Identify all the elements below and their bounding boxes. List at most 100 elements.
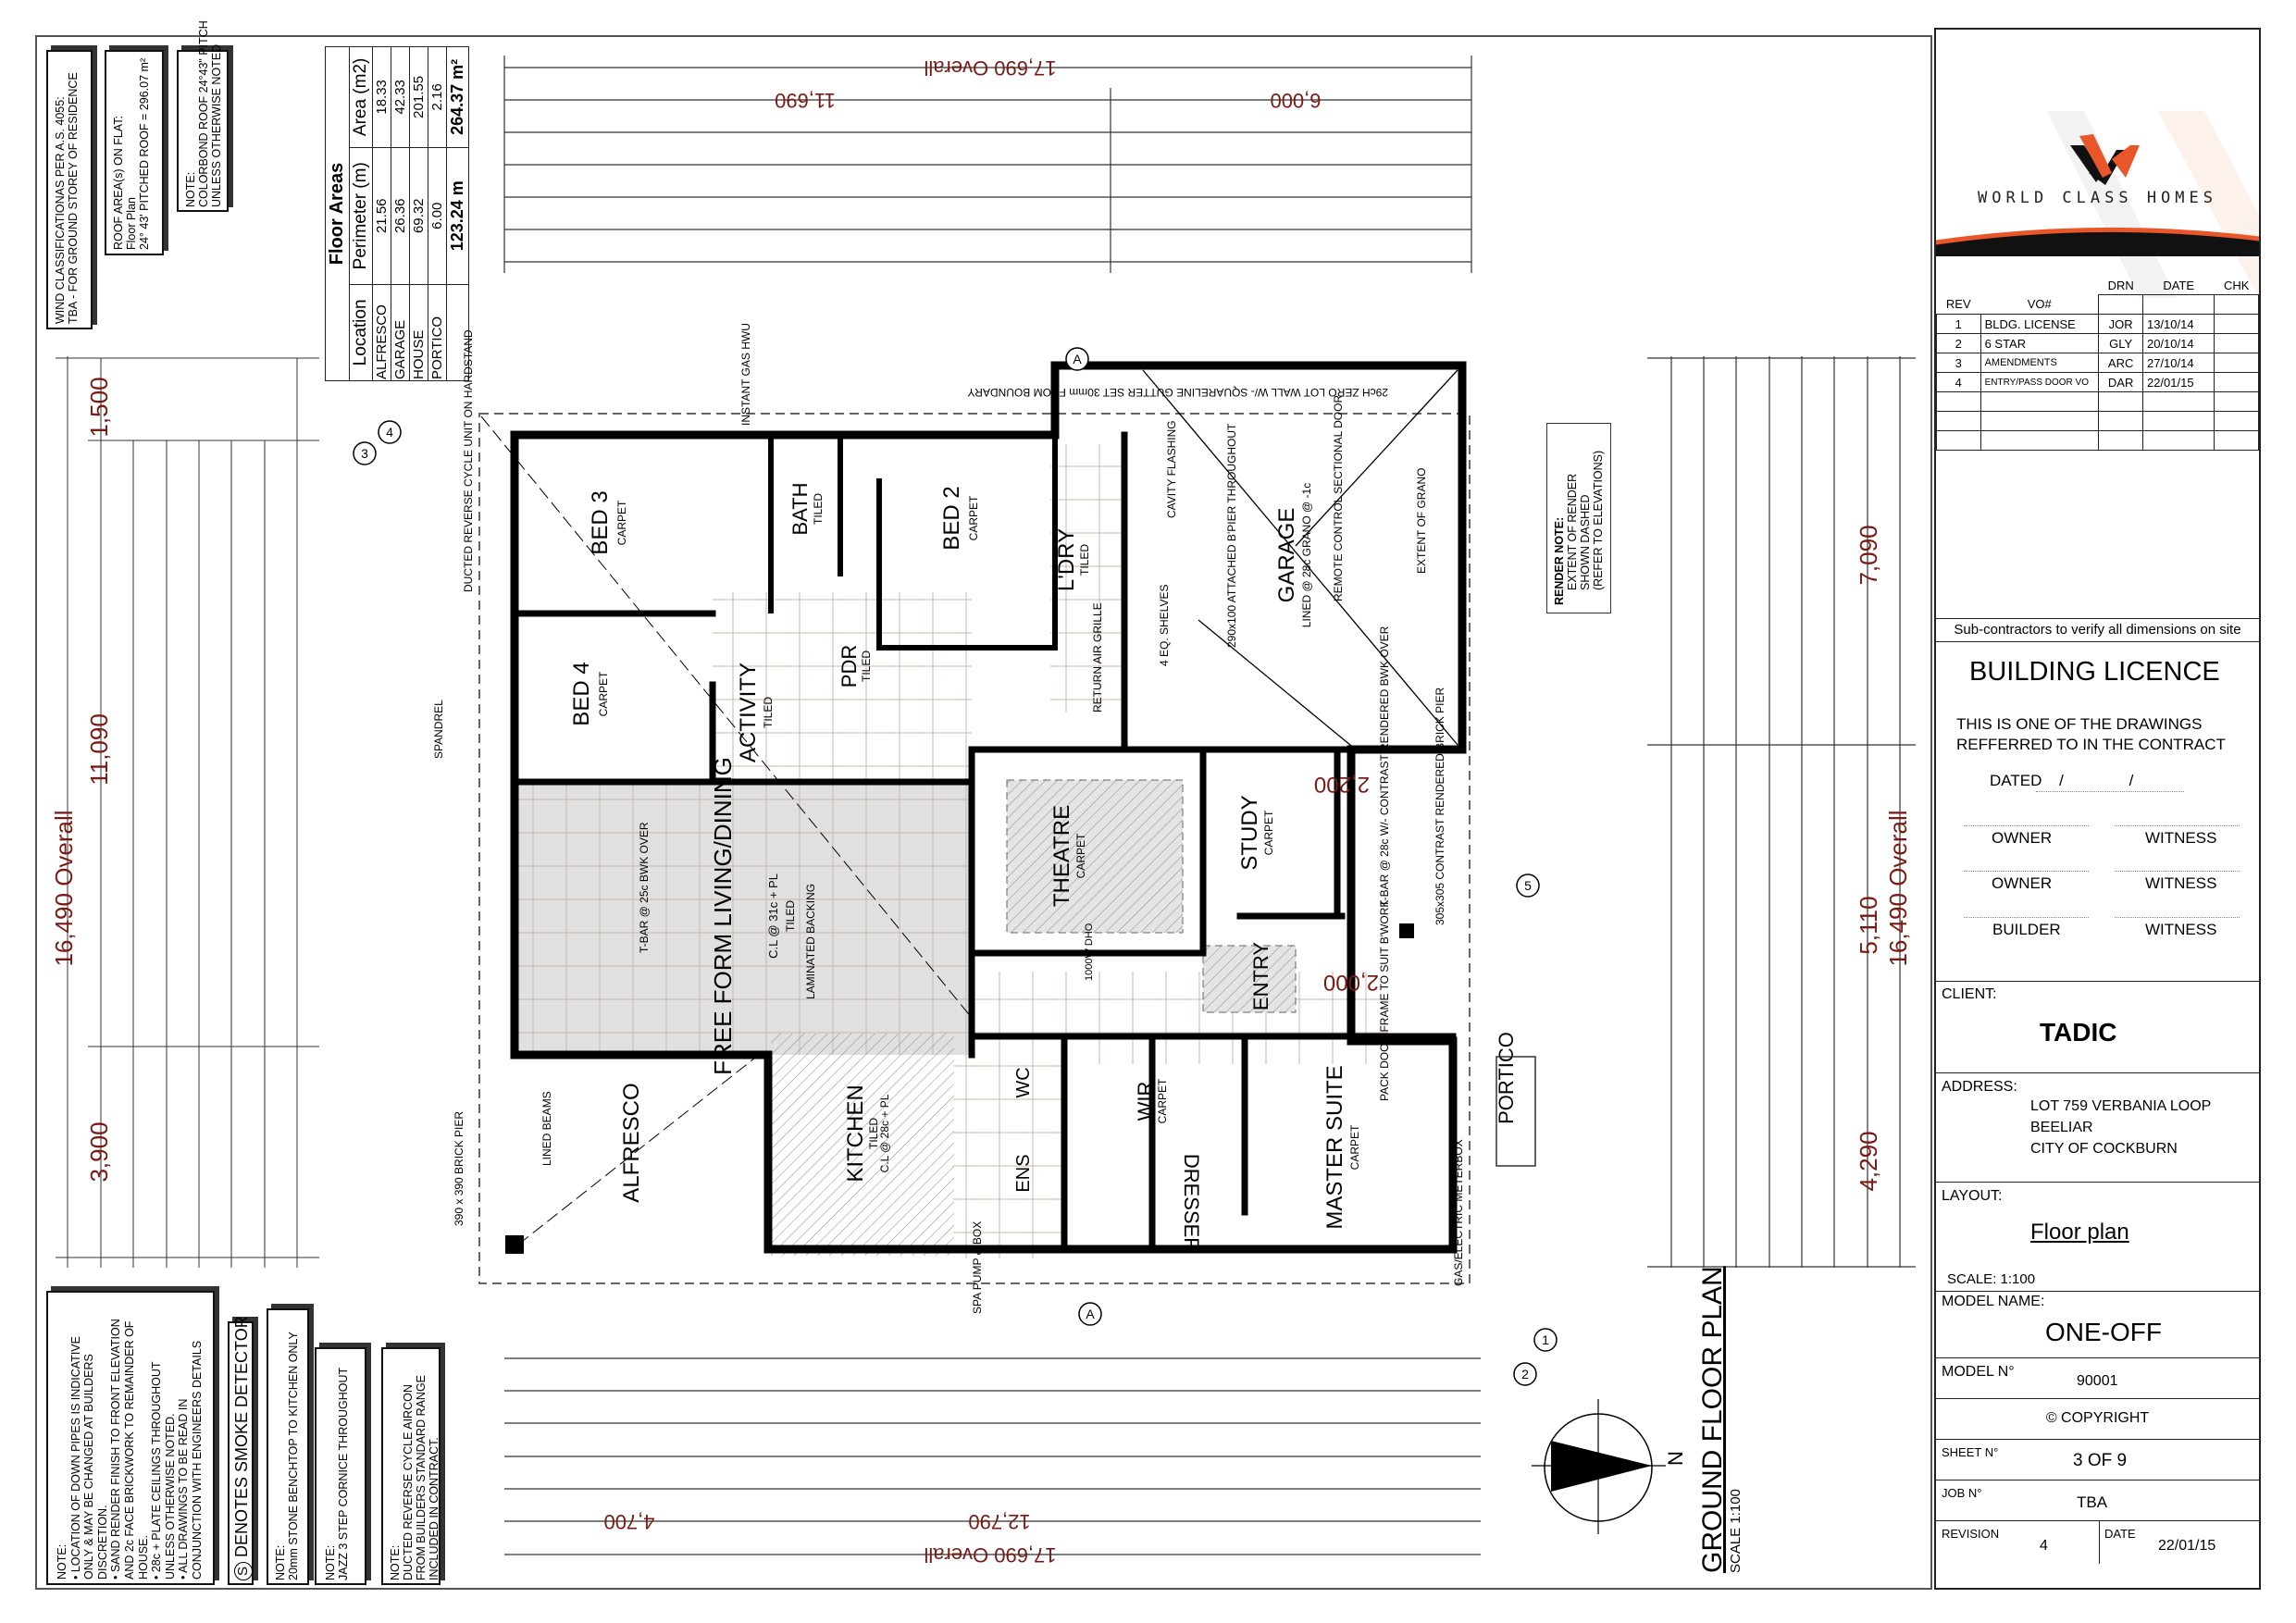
plan-annotations: DUCTED REVERSE CYCLE UNIT ON HARDSTAND S… bbox=[432, 323, 1465, 1314]
cell: GLY bbox=[2098, 333, 2143, 353]
room-label-wc: WC bbox=[1013, 1067, 1034, 1097]
annotation: SPANDREL bbox=[432, 700, 445, 759]
col-header-vo: VO# bbox=[2027, 297, 2052, 312]
cell: DAR bbox=[2098, 372, 2143, 392]
section-label: 1 bbox=[1542, 1332, 1549, 1347]
date-sep: / bbox=[2128, 772, 2134, 789]
left-dimensions bbox=[56, 356, 319, 1268]
date-value: 22/01/15 bbox=[2158, 1538, 2216, 1554]
annotation: RETURN AIR GRILLE bbox=[1091, 602, 1104, 712]
general-note: NOTE: • LOCATION OF DOWN PIPES IS INDICA… bbox=[46, 1291, 215, 1585]
brick-pier bbox=[1399, 923, 1414, 938]
company-name: WORLD CLASS HOMES bbox=[1978, 189, 2217, 207]
col-header-date: DATE bbox=[2163, 278, 2195, 292]
room-finish: CARPET bbox=[597, 671, 610, 716]
annotation: 1000W DHO bbox=[1084, 923, 1095, 981]
section-label: 3 bbox=[361, 446, 368, 461]
dim-bottom-overall: 17,690 Overall bbox=[924, 1543, 1056, 1567]
annotation: LINED BEAMS bbox=[540, 1091, 553, 1166]
dim-label: 2,200 bbox=[1314, 772, 1370, 797]
walls bbox=[510, 361, 1467, 1254]
cell: 13/10/14 bbox=[2141, 314, 2215, 334]
client-name: TADIC bbox=[2040, 1018, 2117, 1047]
dim-label: 7,090 bbox=[1855, 525, 1882, 585]
room-label-pdr: PDR bbox=[838, 645, 861, 688]
revision-date-section: REVISION 4 DATE 22/01/15 bbox=[1936, 1521, 2259, 1564]
cell: 4 bbox=[1936, 372, 1981, 392]
room-finish: CARPET bbox=[615, 500, 628, 545]
annotation: 390 x 390 BRICK PIER bbox=[453, 1111, 465, 1226]
render-note: RENDER NOTE: EXTENT OF RENDER SHOWN DASH… bbox=[1546, 423, 1611, 613]
dim-label: 12,790 bbox=[968, 1510, 1030, 1533]
north-arrow-icon: N bbox=[1532, 1399, 1687, 1534]
dim-label: 3,900 bbox=[85, 1121, 113, 1182]
room-finish: LINED @ 28c GRANO @ -1c bbox=[1300, 483, 1313, 627]
room-label-ens: ENS bbox=[1013, 1154, 1034, 1192]
sheet-section: SHEET N° 3 OF 9 bbox=[1936, 1440, 2259, 1481]
cell: BLDG. LICENSE bbox=[1980, 314, 2100, 334]
dated-label: DATED bbox=[1990, 772, 2042, 789]
annotation: T-BAR @ 25c BWK OVER bbox=[638, 822, 651, 953]
witness-signature-3[interactable]: WITNESS bbox=[2145, 921, 2217, 938]
cell: ENTRY/PASS DOOR VO bbox=[1980, 372, 2100, 392]
licence-text: THIS IS ONE OF THE DRAWINGS REFFERRED TO… bbox=[1956, 714, 2226, 755]
cell: 27/10/14 bbox=[2141, 353, 2215, 373]
bottom-dimensions bbox=[504, 1357, 1481, 1555]
job-label: JOB N° bbox=[1942, 1486, 1982, 1500]
section-marker-a-top: A bbox=[1065, 347, 1089, 371]
cell bbox=[2214, 314, 2259, 334]
col-header-rev: REV bbox=[1945, 297, 1971, 312]
owner-signature-2[interactable]: OWNER bbox=[1992, 874, 2053, 892]
world-class-homes-logo-icon bbox=[1936, 111, 2259, 298]
annotation: EXTENT OF GRANO bbox=[1415, 468, 1428, 574]
room-label-living: FREE FORM LIVING/DINING bbox=[709, 757, 737, 1075]
room-labels: BED 3 CARPET BED 2 CARPET BED 4 CARPET B… bbox=[569, 482, 1518, 1252]
annotation: 290x100 ATTACHED B'PIER THROUGHOUT bbox=[1225, 423, 1238, 648]
scale-value: SCALE: 1:100 bbox=[1947, 1271, 2036, 1287]
cell: 22/01/15 bbox=[2141, 372, 2215, 392]
section-label: 5 bbox=[1524, 878, 1532, 893]
annotation: T-BAR @ 28c W/- CONTRAST RENDERED BWK OV… bbox=[1378, 626, 1391, 907]
cell bbox=[2214, 353, 2259, 373]
revision-label: REVISION bbox=[1942, 1527, 2000, 1541]
revision-row bbox=[1936, 411, 2259, 431]
annotation: PACK DOOR FRAME TO SUIT B'WORK bbox=[1378, 900, 1391, 1101]
room-label-laundry: L'DRY bbox=[1054, 528, 1079, 591]
revision-row bbox=[1936, 391, 2259, 412]
room-label-bed4: BED 4 bbox=[569, 662, 594, 725]
dim-label: 6,000 bbox=[1270, 89, 1321, 112]
col-header-drn: DRN bbox=[2107, 278, 2134, 292]
model-number-label: MODEL N° bbox=[1942, 1364, 2015, 1380]
model-name: ONE-OFF bbox=[2045, 1318, 2162, 1346]
witness-signature-2[interactable]: WITNESS bbox=[2145, 874, 2217, 892]
room-finish: CARPET bbox=[1074, 833, 1087, 878]
owner-signature-1[interactable]: OWNER bbox=[1992, 829, 2053, 847]
company-logo: WORLD CLASS HOMES bbox=[1936, 30, 2259, 298]
section-marker-5: 5 bbox=[1516, 873, 1540, 898]
room-label-bed3: BED 3 bbox=[588, 490, 613, 554]
room-finish: TILED bbox=[812, 493, 825, 525]
room-label-alfresco: ALFRESCO bbox=[619, 1083, 644, 1202]
room-finish: CARPET bbox=[1262, 810, 1275, 855]
room-finish: CARPET bbox=[967, 495, 980, 540]
dim-right-overall: 16,490 Overall bbox=[1884, 810, 1912, 966]
right-dimensions bbox=[1647, 356, 1916, 1268]
cell bbox=[2214, 333, 2259, 353]
north-label: N bbox=[1664, 1451, 1687, 1466]
revision-row bbox=[1936, 430, 2259, 451]
room-finish: TILED bbox=[1078, 544, 1091, 576]
section-label: A bbox=[1073, 352, 1082, 366]
brick-pier bbox=[505, 1235, 524, 1254]
dated-field[interactable]: DATED / / bbox=[1990, 772, 2133, 790]
builder-signature[interactable]: BUILDER bbox=[1992, 921, 2061, 938]
licence-line: REFFERRED TO IN THE CONTRACT bbox=[1956, 736, 2226, 753]
witness-signature-1[interactable]: WITNESS bbox=[2145, 829, 2217, 847]
cell: JOR bbox=[2098, 314, 2143, 334]
dim-label: 1,500 bbox=[85, 377, 113, 437]
top-dimensions bbox=[503, 56, 1472, 273]
colorbond-note: NOTE: COLORBOND ROOF 24°43" PITCH UNLESS… bbox=[177, 20, 229, 212]
address-line: CITY OF COCKBURN bbox=[2030, 1141, 2178, 1157]
drawing-frame bbox=[35, 35, 1932, 1590]
